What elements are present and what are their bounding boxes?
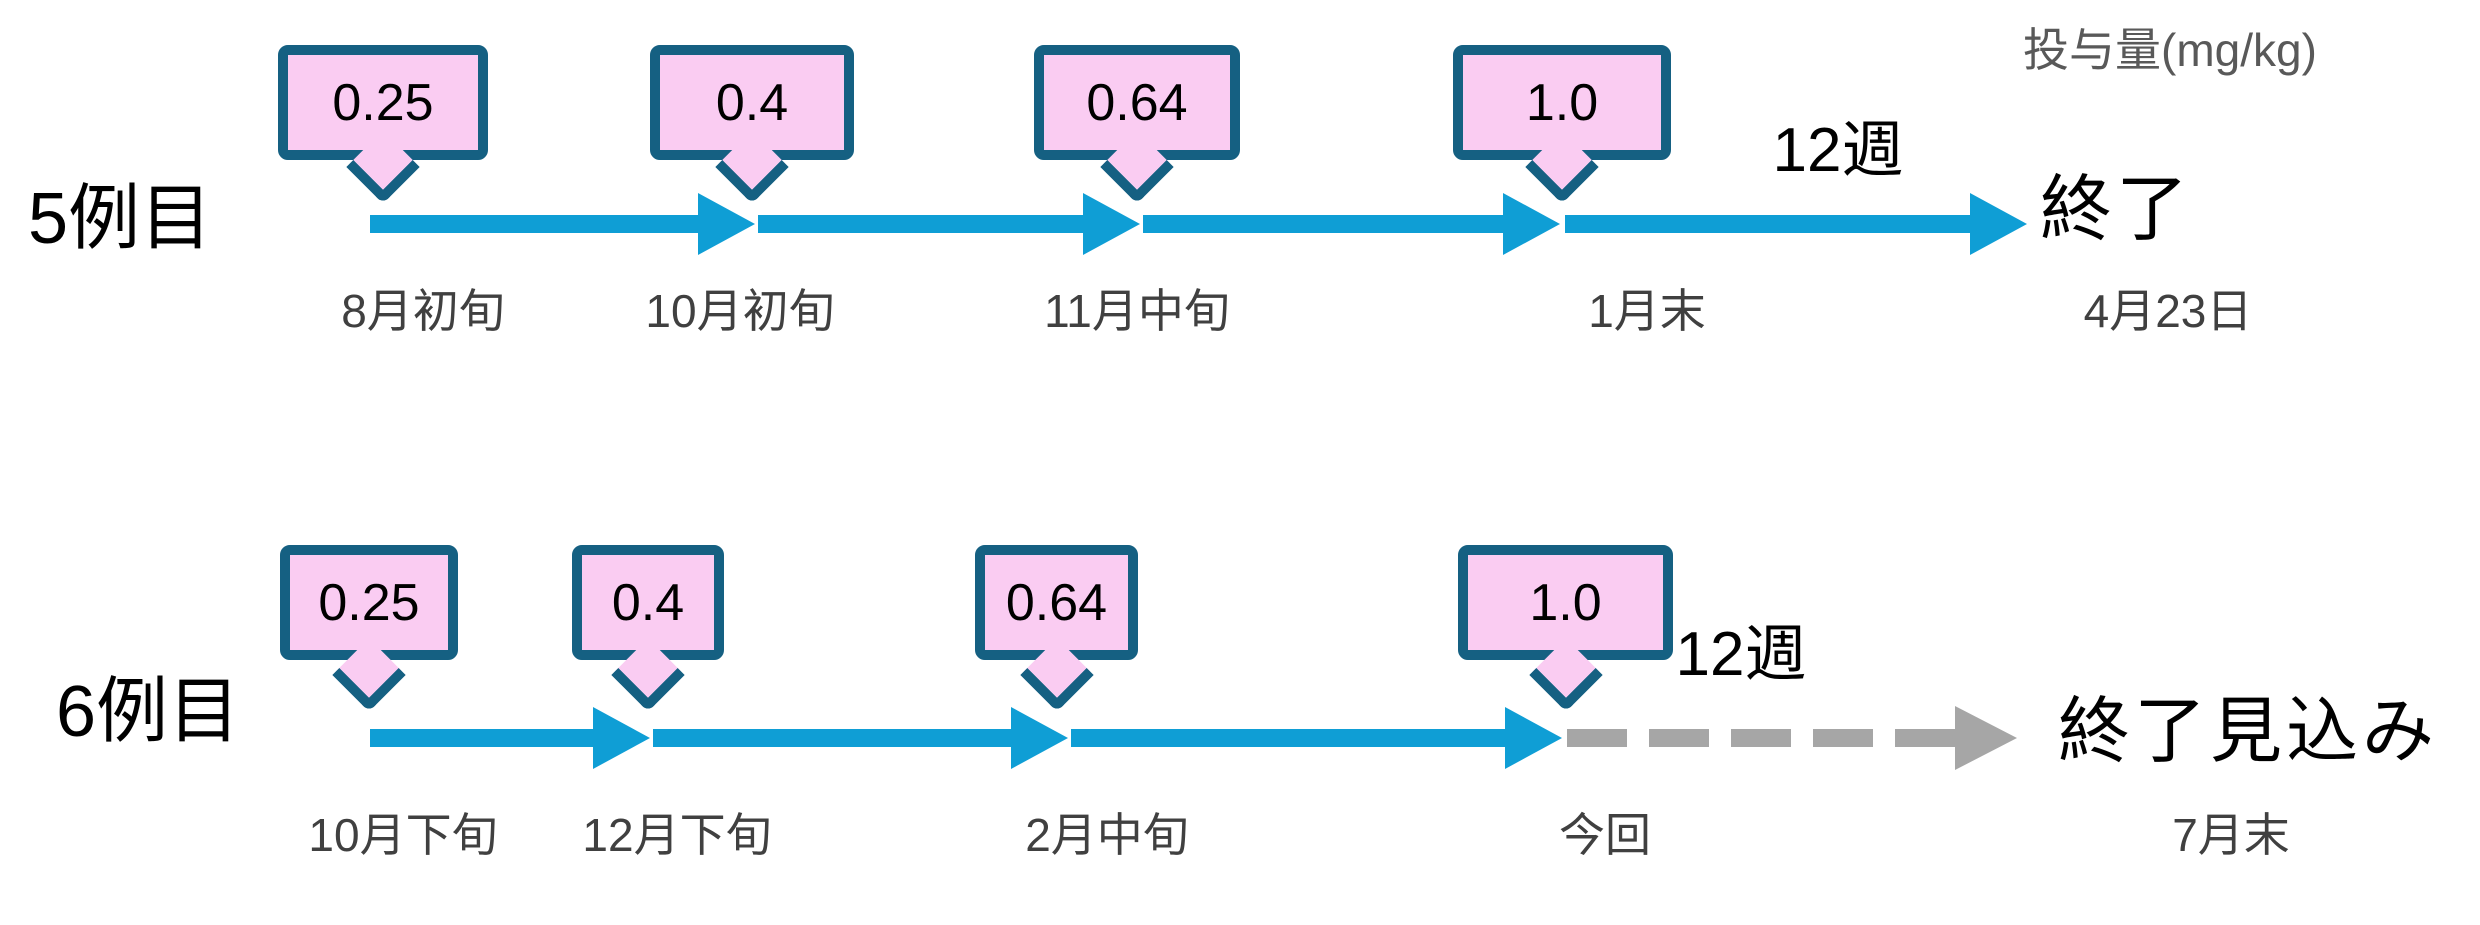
dose-callout: 1.0	[1458, 545, 1673, 712]
arrow-head-icon	[593, 707, 650, 769]
end-label: 終了見込み	[2058, 692, 2439, 772]
end-date-label: 4月23日	[2083, 285, 2253, 337]
dose-callout: 0.64	[975, 545, 1138, 712]
arrow-line	[653, 729, 1011, 747]
arrow-line	[370, 215, 698, 233]
arrow-segment	[653, 706, 1068, 770]
date-label: 11月中旬	[1044, 285, 1230, 337]
arrow-line	[1143, 215, 1503, 233]
arrow-segment	[1143, 192, 1560, 256]
dose-callout: 1.0	[1453, 45, 1671, 204]
dashed-arrow-segment	[1567, 706, 2017, 770]
arrow-segment	[1071, 706, 1562, 770]
arrow-line	[1565, 215, 1970, 233]
date-label: 10月初旬	[645, 285, 835, 337]
dose-callout: 0.25	[278, 45, 488, 204]
duration-label: 12週	[1772, 116, 1904, 185]
end-date-label: 7月末	[2172, 809, 2290, 861]
callout-box: 1.0	[1458, 545, 1673, 660]
callout-box: 0.25	[278, 45, 488, 160]
arrow-head-icon	[1505, 707, 1562, 769]
dose-value: 1.0	[1529, 573, 1602, 632]
arrow-head-icon	[1011, 707, 1068, 769]
dose-value: 0.4	[715, 73, 789, 132]
dose-value: 1.0	[1525, 73, 1599, 132]
duration-label: 12週	[1675, 620, 1807, 689]
dose-value: 0.4	[611, 573, 685, 632]
arrow-head-icon	[698, 193, 755, 255]
date-label: 今回	[1559, 809, 1651, 861]
arrow-line	[370, 729, 593, 747]
dose-callout: 0.4	[572, 545, 724, 712]
date-label: 2月中旬	[1025, 809, 1189, 861]
arrow-segment-final	[1565, 192, 2027, 256]
arrow-segment	[370, 706, 650, 770]
dose-value: 0.25	[318, 573, 420, 632]
dose-callout: 0.25	[280, 545, 458, 712]
arrow-segment	[370, 192, 755, 256]
date-label: 12月下旬	[582, 809, 772, 861]
case-label: 6例目	[56, 672, 241, 752]
arrow-line	[1071, 729, 1505, 747]
dose-unit-label: 投与量(mg/kg)	[2023, 24, 2317, 76]
dose-callout: 0.4	[650, 45, 854, 204]
case-label: 5例目	[28, 179, 213, 259]
arrow-head-icon	[1955, 706, 2017, 770]
arrow-head-icon	[1503, 193, 1560, 255]
dashed-arrow-line	[1567, 729, 1955, 747]
date-label: 1月末	[1588, 285, 1706, 337]
dose-value: 0.25	[332, 73, 434, 132]
arrow-segment	[758, 192, 1140, 256]
arrow-line	[758, 215, 1083, 233]
end-label: 終了	[2040, 170, 2193, 250]
dose-value: 0.64	[1086, 73, 1188, 132]
dose-value: 0.64	[1005, 573, 1108, 632]
arrow-head-icon	[1083, 193, 1140, 255]
date-label: 10月下旬	[308, 809, 498, 861]
date-label: 8月初旬	[341, 285, 505, 337]
dose-callout: 0.64	[1034, 45, 1240, 204]
arrow-head-icon	[1970, 193, 2027, 255]
